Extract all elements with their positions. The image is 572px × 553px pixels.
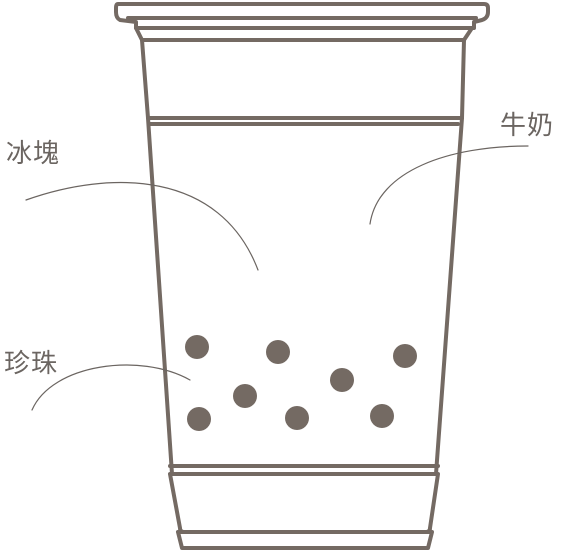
pearl	[185, 335, 209, 359]
pearls-leader-line	[31, 364, 191, 411]
milk-label: 牛奶	[500, 111, 554, 141]
pearl	[266, 340, 290, 364]
pearl	[370, 404, 394, 428]
pearls	[185, 335, 417, 431]
pearl	[233, 384, 257, 408]
cup	[114, 2, 490, 550]
ice-leader-line	[25, 181, 259, 271]
pearl	[187, 407, 211, 431]
pearl	[330, 368, 354, 392]
cup-base	[168, 472, 440, 534]
pearls-label: 珍珠	[4, 349, 58, 379]
pearl	[285, 406, 309, 430]
milk-leader-line	[369, 145, 529, 225]
pearl	[393, 344, 417, 368]
ice-label: 冰塊	[6, 139, 60, 169]
cup-foot	[176, 530, 434, 550]
